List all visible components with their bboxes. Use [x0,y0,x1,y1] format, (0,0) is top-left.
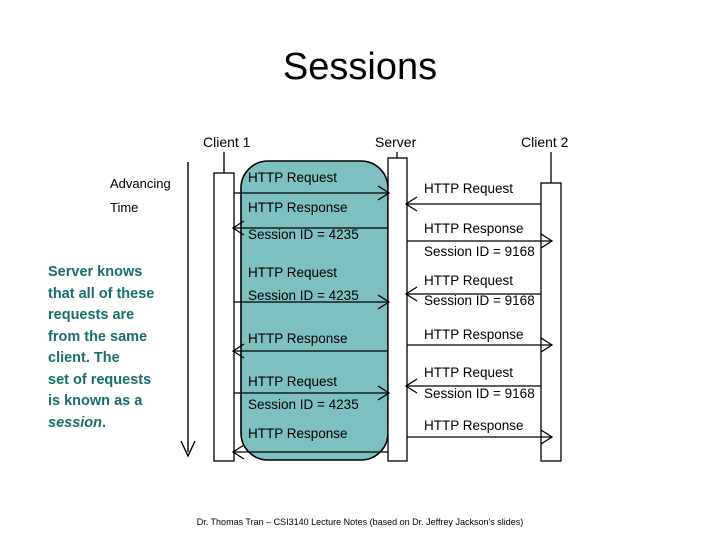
message-left-5: HTTP Request Session ID = 4235 [234,374,391,412]
note-line-5: client. The [48,350,120,366]
message-right-1-line1: HTTP Request [424,181,513,196]
lifeline-client-2: Client 2 [521,134,569,462]
message-left-4-line1: HTTP Response [248,331,348,346]
lifeline-server: Server [375,134,417,462]
activation-bar-server [387,157,408,462]
explanatory-note: Server knows that all of these requests … [48,262,198,434]
note-line-6: set of requests [48,371,152,388]
message-right-5-line1: HTTP Request [424,365,513,380]
message-left-6-line1: HTTP Response [248,426,348,441]
message-right-3-line1: HTTP Request [424,273,513,288]
message-left-3-line2: Session ID = 4235 [248,288,359,303]
lifeline-label-client-2: Client 2 [521,134,569,150]
advancing-time-axis [180,162,196,458]
note-emphasis-session: session [48,414,102,431]
activation-bar-client-2 [540,182,562,462]
lifeline-client-1: Client 1 [203,134,251,462]
message-right-1: HTTP Request [404,181,541,212]
message-left-4: HTTP Response [231,331,388,359]
note-line-3: requests are [48,307,135,323]
message-right-3-line2: Session ID = 9168 [424,293,535,308]
message-right-2-line1: HTTP Response [424,221,524,236]
note-line-8-tail: . [102,414,107,431]
message-left-3-line1: HTTP Request [248,265,337,280]
message-left-2: HTTP Response Session ID = 4235 [231,200,388,242]
message-left-1-line1: HTTP Request [248,170,337,185]
advancing-time-label-line1: Advancing [110,176,171,191]
message-left-5-line1: HTTP Request [248,374,337,389]
message-left-3: HTTP Request Session ID = 4235 [234,265,391,310]
note-line-4: from the same [48,328,148,345]
lifeline-label-server: Server [375,134,417,150]
message-right-3: HTTP Request Session ID = 9168 [404,273,541,308]
footer-credit: Dr. Thomas Tran – CSI3140 Lecture Notes … [196,517,524,527]
page-title: Sessions [282,46,438,88]
message-right-4: HTTP Response [407,327,554,353]
message-right-5-line2: Session ID = 9168 [424,386,535,401]
message-left-5-line2: Session ID = 4235 [248,397,359,412]
message-right-6: HTTP Response [407,418,554,445]
note-line-1: Server knows [48,264,143,280]
message-left-2-line1: HTTP Response [248,200,348,215]
activation-bar-client-1 [213,172,235,462]
message-right-2-line2: Session ID = 9168 [424,244,535,259]
note-line-7: is known as a [48,393,143,409]
message-left-6: HTTP Response [231,426,388,460]
message-left-1: HTTP Request [234,170,391,201]
message-right-4-line1: HTTP Response [424,327,524,342]
advancing-time-label-line2: Time [110,200,138,215]
lifeline-label-client-1: Client 1 [203,134,251,150]
message-left-2-line2: Session ID = 4235 [248,227,359,242]
message-right-2: HTTP Response Session ID = 9168 [407,221,554,259]
message-right-5: HTTP Request Session ID = 9168 [404,365,541,401]
note-line-2: that all of these [48,285,155,302]
message-right-6-line1: HTTP Response [424,418,524,433]
